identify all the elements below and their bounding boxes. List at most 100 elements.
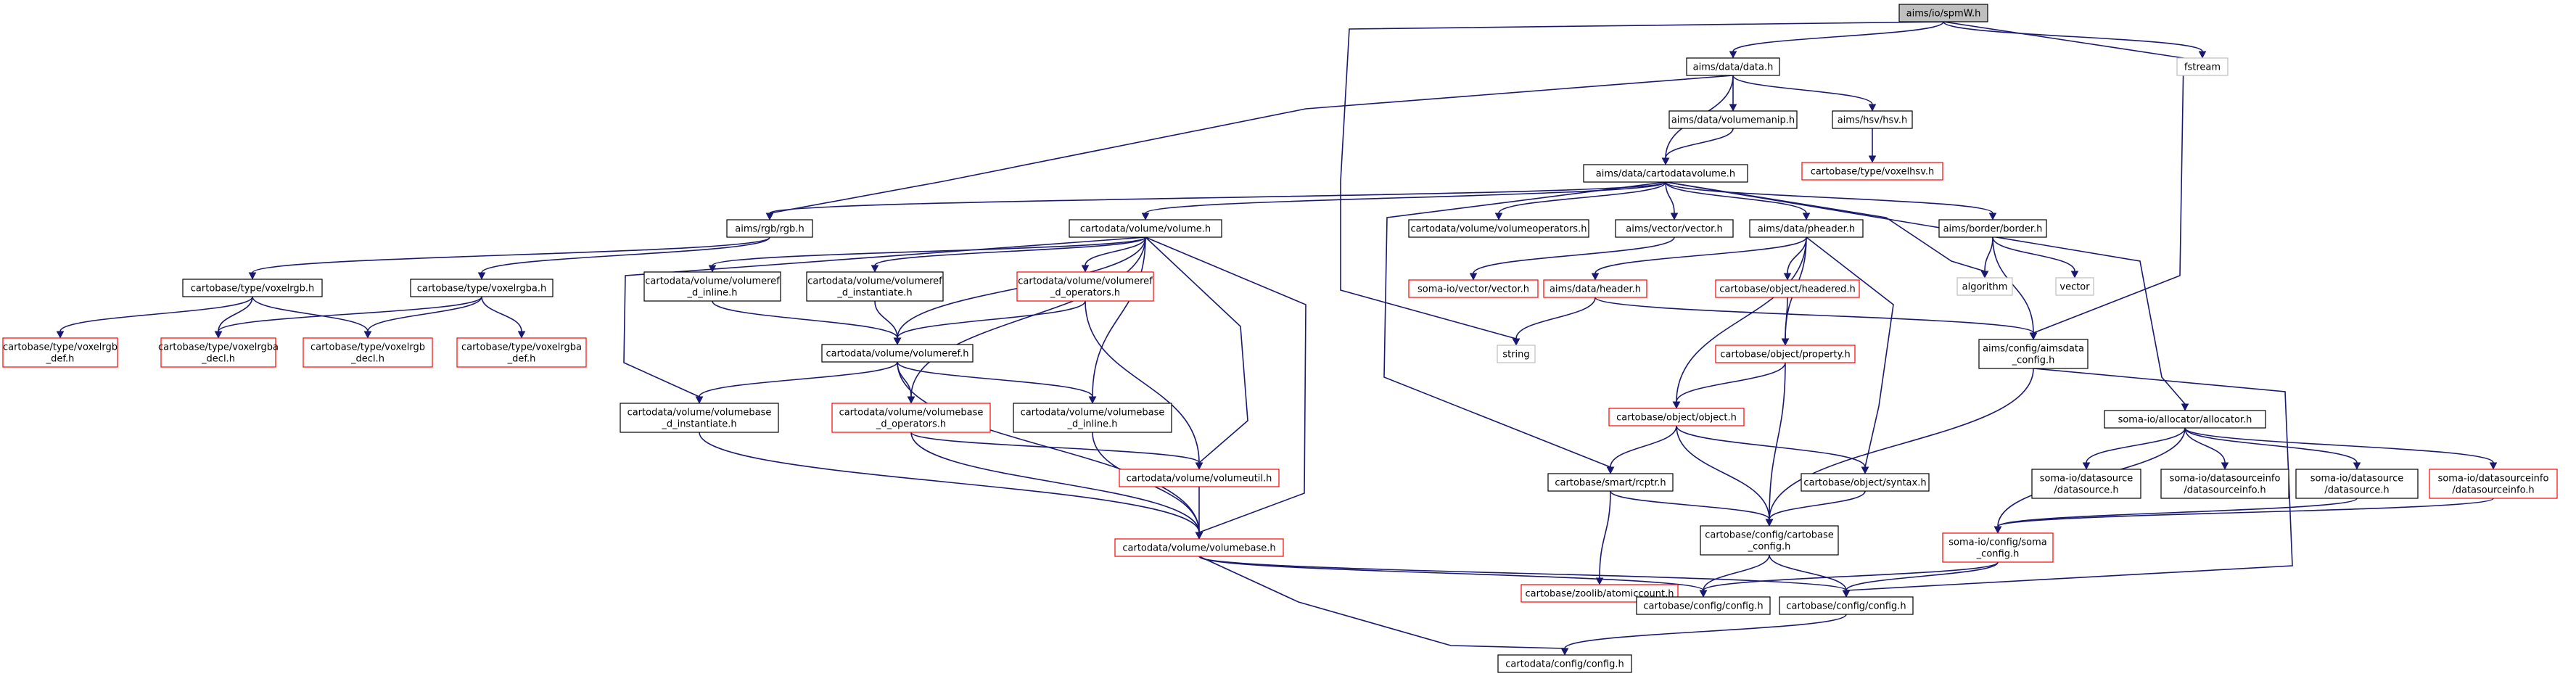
node-label: cartodata/volume/volume.h (1080, 224, 1211, 235)
arrowhead-icon (1988, 213, 1997, 220)
arrowhead-icon (1781, 338, 1790, 346)
arrowhead-icon (2198, 51, 2207, 59)
dependency-edge (1699, 554, 1770, 598)
file-node-aims-config-aimsdata-config-h[interactable]: aims/config/aimsdata_config.h (1978, 339, 2089, 369)
dependency-edge (1512, 297, 1596, 346)
arrowhead-icon (1765, 519, 1774, 527)
file-node-cartodata-config-config-h[interactable]: cartodata/config/config.h (1497, 654, 1632, 673)
arrowhead-icon (1868, 104, 1877, 112)
node-label: /datasource.h (2324, 485, 2389, 496)
file-node-aims-data-cartodatavolume-h[interactable]: aims/data/cartodatavolume.h (1583, 164, 1748, 183)
file-node-cartobase-type-voxelrgba-decl-h[interactable]: cartobase/type/voxelrgba_decl.h (158, 337, 279, 368)
node-label: cartodata/volume/volumebase (627, 408, 772, 419)
file-node-cartobase-object-headered-h[interactable]: cartobase/object/headered.h (1715, 279, 1860, 298)
file-node-cartodata-volume-volumeref-d-instantiate-h[interactable]: cartodata/volume/volumeref_d_instantiate… (806, 271, 944, 302)
file-node-cartodata-volume-volumeoperators-h[interactable]: cartodata/volume/volumeoperators.h (1408, 219, 1589, 238)
dependency-edge (1943, 21, 2207, 59)
node-label: aims/rgb/rgb.h (735, 224, 804, 235)
dependency-edge (1145, 236, 1306, 540)
dependency-edge (56, 296, 253, 339)
file-node-cartodata-volume-volumeutil-h[interactable]: cartodata/volume/volumeutil.h (1119, 469, 1280, 487)
file-node-aims-data-header-h[interactable]: aims/data/header.h (1543, 279, 1647, 298)
arrowhead-icon (2353, 462, 2361, 470)
node-label: _d_operators.h (1050, 288, 1120, 299)
node-label: cartodata/volume/volumebase.h (1122, 543, 1275, 554)
node-label: algorithm (1962, 282, 2008, 293)
dependency-edge (1992, 236, 2079, 279)
file-node-cartobase-type-voxelrgb-decl-h[interactable]: cartobase/type/voxelrgb_decl.h (303, 337, 433, 368)
dependency-edge (1992, 236, 2038, 340)
node-label: cartobase/config/config.h (1786, 601, 1906, 612)
file-node-aims-data-data-h[interactable]: aims/data/data.h (1686, 57, 1780, 76)
file-node-cartodata-volume-volumebase-d-inline-h[interactable]: cartodata/volume/volumebase_d_inline.h (1013, 403, 1172, 433)
node-label: soma-io/config/soma (1949, 537, 2047, 548)
file-node-cartobase-object-object-h[interactable]: cartobase/object/object.h (1608, 408, 1745, 426)
file-node-soma-io-datasourceinfo-datasourceinfo-h[interactable]: soma-io/datasourceinfo/datasourceinfo.h (2160, 469, 2289, 499)
file-node-cartobase-type-voxelhsv-h[interactable]: cartobase/type/voxelhsv.h (1801, 162, 1943, 181)
arrowhead-icon (1560, 648, 1569, 656)
dependency-edge (481, 296, 526, 339)
file-node-cartobase-smart-rcptr-h[interactable]: cartobase/smart/rcptr.h (1547, 473, 1674, 492)
dependency-edge (1081, 236, 1146, 273)
file-node-cartobase-type-voxelrgb-h[interactable]: cartobase/type/voxelrgb.h (182, 279, 323, 297)
file-node-cartodata-volume-volumebase-d-instantiate-h[interactable]: cartodata/volume/volumebase_d_instantiat… (620, 403, 779, 433)
node-label: soma-io/datasourceinfo (2438, 474, 2549, 485)
file-node-aims-data-volumemanip-h[interactable]: aims/data/volumemanip.h (1668, 110, 1798, 129)
file-node-soma-io-datasource-datasource-h[interactable]: soma-io/datasource/datasource.h (2295, 469, 2419, 499)
file-node-aims-border-border-h[interactable]: aims/border/border.h (1938, 219, 2047, 238)
file-node-cartobase-type-voxelrgba-h[interactable]: cartobase/type/voxelrgba.h (410, 279, 554, 297)
file-node-cartobase-object-property-h[interactable]: cartobase/object/property.h (1715, 345, 1856, 363)
file-node-soma-io-allocator-allocator-h[interactable]: soma-io/allocator/allocator.h (2104, 410, 2266, 429)
node-label: soma-io/allocator/allocator.h (2118, 415, 2252, 426)
file-node-cartobase-config-config-h[interactable]: cartobase/config/config.h (1779, 596, 1914, 615)
dependency-edge (695, 361, 898, 404)
file-node-fstream: fstream (2176, 57, 2229, 76)
file-node-aims-hsv-hsv-h[interactable]: aims/hsv/hsv.h (1832, 110, 1913, 129)
file-node-cartobase-type-voxelrgba-def-h[interactable]: cartobase/type/voxelrgba_def.h (456, 337, 587, 368)
dependency-edge (1842, 561, 1999, 598)
dependency-edge (1769, 554, 1851, 598)
node-label: /datasourceinfo.h (2452, 485, 2534, 496)
file-node-cartodata-volume-volumeref-d-operators-h[interactable]: cartodata/volume/volumeref_d_operators.h (1016, 271, 1154, 302)
file-node-cartodata-volume-volumebase-d-operators-h[interactable]: cartodata/volume/volumebase_d_operators.… (831, 403, 991, 433)
dependency-edge (897, 361, 1097, 404)
file-node-cartodata-volume-volumebase-h[interactable]: cartodata/volume/volumebase.h (1114, 538, 1284, 557)
dependency-edge (907, 236, 1146, 404)
dependency-edge (2082, 427, 2186, 470)
node-label: cartobase/object/object.h (1616, 413, 1737, 424)
dependency-edge (1980, 236, 1993, 279)
file-node-soma-io-datasource-datasource-h[interactable]: soma-io/datasource/datasource.h (2031, 469, 2141, 499)
file-node-aims-data-pheader-h[interactable]: aims/data/pheader.h (1749, 219, 1864, 238)
dependency-edge (1699, 561, 1999, 598)
file-node-cartodata-volume-volume-h[interactable]: cartodata/volume/volume.h (1069, 219, 1222, 238)
node-label: soma-io/datasourceinfo (2170, 474, 2281, 485)
dependency-edge (712, 300, 902, 345)
file-node-aims-vector-vector-h[interactable]: aims/vector/vector.h (1615, 219, 1734, 238)
arrowhead-icon (1699, 590, 1708, 598)
dependency-edge (1672, 362, 1786, 409)
node-label: _def.h (46, 354, 75, 365)
node-label: aims/data/header.h (1550, 284, 1641, 295)
dependency-edge (897, 361, 1203, 540)
dependency-edge (2184, 427, 2361, 470)
file-node-cartobase-object-syntax-h[interactable]: cartobase/object/syntax.h (1801, 473, 1930, 492)
file-node-cartobase-type-voxelrgb-def-h[interactable]: cartobase/type/voxelrgb_def.h (2, 337, 118, 368)
node-label: fstream (2184, 62, 2221, 73)
file-node-soma-io-config-soma-config-h[interactable]: soma-io/config/soma_config.h (1942, 532, 2054, 563)
arrowhead-icon (695, 396, 704, 404)
arrowhead-icon (1729, 104, 1737, 112)
dependency-edge (1606, 425, 1677, 474)
file-node-cartobase-config-cartobase-config-h[interactable]: cartobase/config/cartobase_config.h (1700, 525, 1839, 556)
arrowhead-icon (248, 272, 257, 280)
arrowhead-icon (1729, 51, 1737, 59)
arrowhead-icon (2221, 462, 2229, 470)
file-node-cartodata-volume-volumeref-d-inline-h[interactable]: cartodata/volume/volumeref_d_inline.h (643, 271, 781, 302)
dependency-edge (248, 236, 770, 280)
node-label: cartodata/volume/volumeoperators.h (1411, 224, 1587, 235)
arrowhead-icon (907, 396, 915, 404)
file-node-aims-rgb-rgb-h[interactable]: aims/rgb/rgb.h (726, 219, 813, 238)
file-node-soma-io-datasourceinfo-datasourceinfo-h[interactable]: soma-io/datasourceinfo/datasourceinfo.h (2429, 469, 2558, 499)
file-node-cartobase-config-config-h[interactable]: cartobase/config/config.h (1636, 596, 1771, 615)
file-node-cartodata-volume-volumeref-h[interactable]: cartodata/volume/volumeref.h (821, 344, 974, 363)
file-node-soma-io-vector-vector-h[interactable]: soma-io/vector/vector.h (1408, 279, 1539, 298)
